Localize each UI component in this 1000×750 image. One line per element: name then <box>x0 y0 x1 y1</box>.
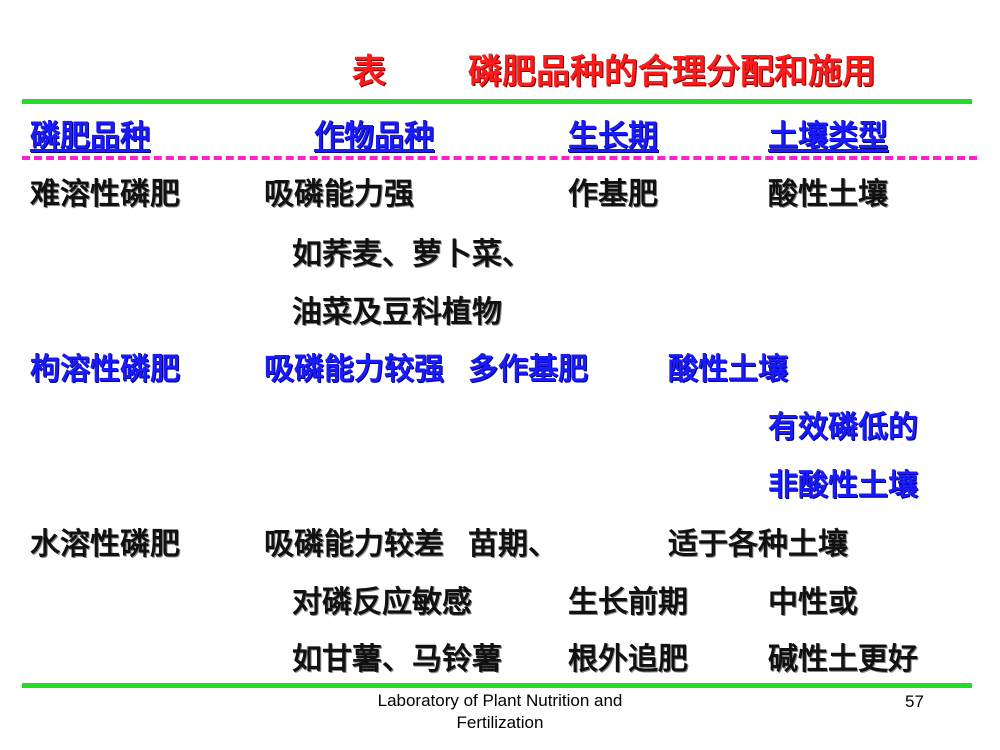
row3-crop-line1: 吸磷能力较差 <box>264 527 444 562</box>
footer-caption: Laboratory of Plant Nutrition and Fertil… <box>355 690 645 734</box>
row3-soil-line2: 中性或 <box>768 585 858 620</box>
row2-soil-line1: 酸性土壤 <box>668 352 788 387</box>
row3-crop-line3: 如甘薯、马铃薯 <box>292 642 502 677</box>
title-prefix: 表 <box>352 52 386 92</box>
row2-fertilizer-type: 枸溶性磷肥 <box>30 352 180 387</box>
row3-soil-line3: 碱性土更好 <box>768 642 918 677</box>
row3-stage-line2: 生长前期 <box>568 585 688 620</box>
row1-crop-line1: 吸磷能力强 <box>264 177 414 212</box>
top-divider <box>22 99 972 104</box>
header-growth-stage: 生长期 <box>568 119 658 154</box>
row1-crop-line2: 如荞麦、萝卜菜、 <box>292 237 532 272</box>
header-soil-type: 土壤类型 <box>768 119 888 154</box>
slide-title: 磷肥品种的合理分配和施用 <box>468 52 876 92</box>
row1-crop-line3: 油菜及豆科植物 <box>292 295 502 330</box>
row2-soil-line3: 非酸性土壤 <box>768 468 918 503</box>
row1-soil: 酸性土壤 <box>768 177 888 212</box>
header-crop-type: 作物品种 <box>314 119 434 154</box>
row2-crop: 吸磷能力较强 <box>264 352 444 387</box>
header-divider <box>22 156 977 160</box>
footer-line2: Fertilization <box>456 713 544 732</box>
row3-crop-line2: 对磷反应敏感 <box>292 585 472 620</box>
row3-fertilizer-type: 水溶性磷肥 <box>30 527 180 562</box>
row1-stage: 作基肥 <box>568 177 658 212</box>
row1-fertilizer-type: 难溶性磷肥 <box>30 177 180 212</box>
row3-stage-line1: 苗期、 <box>468 527 558 562</box>
bottom-divider <box>22 683 972 688</box>
page-number: 57 <box>905 692 924 711</box>
footer-line1: Laboratory of Plant Nutrition and <box>377 691 623 710</box>
row2-soil-line2: 有效磷低的 <box>768 410 918 445</box>
row2-stage: 多作基肥 <box>468 352 588 387</box>
header-fertilizer-type: 磷肥品种 <box>30 119 150 154</box>
row3-stage-line3: 根外追肥 <box>568 642 688 677</box>
row3-soil-line1: 适于各种土壤 <box>668 527 848 562</box>
